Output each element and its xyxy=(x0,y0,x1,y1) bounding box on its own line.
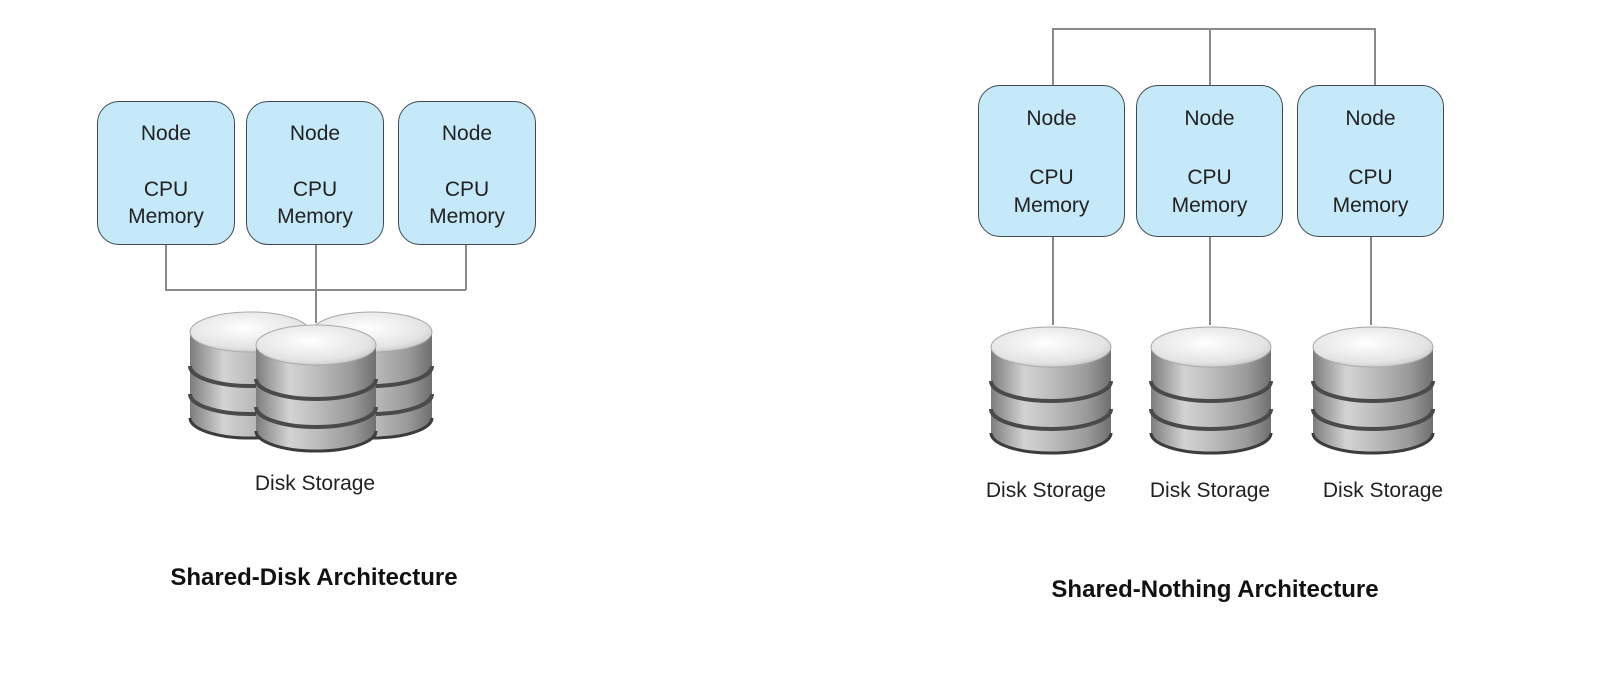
disk-storage-label: Disk Storage xyxy=(254,472,376,495)
connector-line xyxy=(1052,237,1054,325)
node-memory-label: Memory xyxy=(128,205,204,228)
connector-line xyxy=(465,245,467,290)
node-box: Node CPU Memory xyxy=(1136,85,1283,237)
node-memory-label: Memory xyxy=(277,205,353,228)
node-cpu-label: CPU xyxy=(143,178,189,201)
disk-storage-label: Disk Storage xyxy=(985,479,1107,502)
disk-stack-icon xyxy=(254,323,378,453)
connector-line xyxy=(315,245,317,323)
connector-line xyxy=(1370,237,1372,325)
connector-line xyxy=(165,245,167,290)
node-box: Node CPU Memory xyxy=(978,85,1125,237)
disk-stack-icon xyxy=(989,325,1113,455)
connector-line xyxy=(1209,237,1211,325)
node-cpu-label: CPU xyxy=(1187,166,1232,189)
disk-stack-icon xyxy=(1149,325,1273,455)
node-box: Node CPU Memory xyxy=(398,101,536,245)
connector-line xyxy=(1209,28,1211,85)
connector-line xyxy=(1374,28,1376,85)
connector-line xyxy=(1052,28,1375,30)
node-cpu-label: CPU xyxy=(1029,166,1074,189)
node-cpu-label: CPU xyxy=(1348,166,1393,189)
disk-storage-label: Disk Storage xyxy=(1322,479,1444,502)
connector-line xyxy=(1052,28,1054,85)
node-title: Node xyxy=(140,122,192,145)
shared-disk-title: Shared-Disk Architecture xyxy=(170,564,458,591)
node-title: Node xyxy=(1345,107,1396,130)
node-box: Node CPU Memory xyxy=(246,101,384,245)
shared-nothing-title: Shared-Nothing Architecture xyxy=(1051,576,1379,603)
node-title: Node xyxy=(441,122,493,145)
node-box: Node CPU Memory xyxy=(97,101,235,245)
node-memory-label: Memory xyxy=(1013,194,1090,217)
node-memory-label: Memory xyxy=(429,205,505,228)
connector-line xyxy=(165,289,466,291)
node-box: Node CPU Memory xyxy=(1297,85,1444,237)
node-title: Node xyxy=(1184,107,1235,130)
disk-stack-icon xyxy=(1311,325,1435,455)
node-title: Node xyxy=(1026,107,1077,130)
node-memory-label: Memory xyxy=(1332,194,1409,217)
node-cpu-label: CPU xyxy=(292,178,338,201)
node-cpu-label: CPU xyxy=(444,178,490,201)
node-memory-label: Memory xyxy=(1171,194,1248,217)
node-title: Node xyxy=(289,122,341,145)
disk-storage-label: Disk Storage xyxy=(1149,479,1271,502)
